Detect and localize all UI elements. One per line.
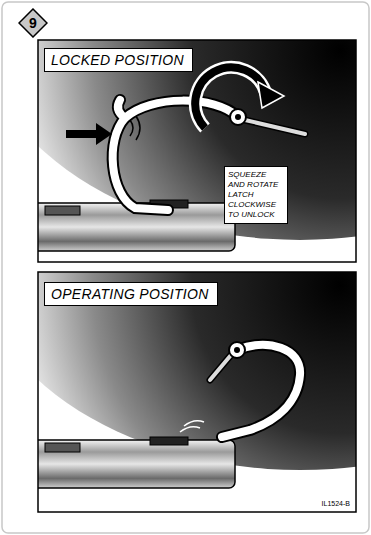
title-box: LOCKED POSITION [44,48,193,72]
note-box: SQUEEZE AND ROTATE LATCH CLOCKWISE TO UN… [224,166,288,224]
latch-handle [210,355,231,380]
title-box: OPERATING POSITION [44,282,218,306]
rotate-arrow [195,67,266,128]
operating-panel-art [38,272,356,512]
pivot [229,342,245,358]
step-diamond: 9 [18,8,48,38]
locked-panel-art [38,40,356,262]
latch [113,101,238,210]
figure-code: IL1524-B [322,500,350,508]
locked-panel-frame [38,40,356,262]
pivot [230,109,246,125]
latch-handle [245,120,305,134]
pipe [38,440,235,488]
box-text: SQUEEZE AND ROTATE LATCH CLOCKWISE TO UN… [228,170,284,220]
diamond-shape [19,9,47,37]
box-text: LOCKED POSITION [51,51,184,69]
operating-panel-frame [38,272,356,512]
squeeze-arrow [66,123,112,145]
step-number: 9 [29,16,37,30]
latch [222,345,300,437]
latch-outline [222,345,300,437]
latch-outline [113,101,238,210]
box-text: OPERATING POSITION [51,285,209,303]
